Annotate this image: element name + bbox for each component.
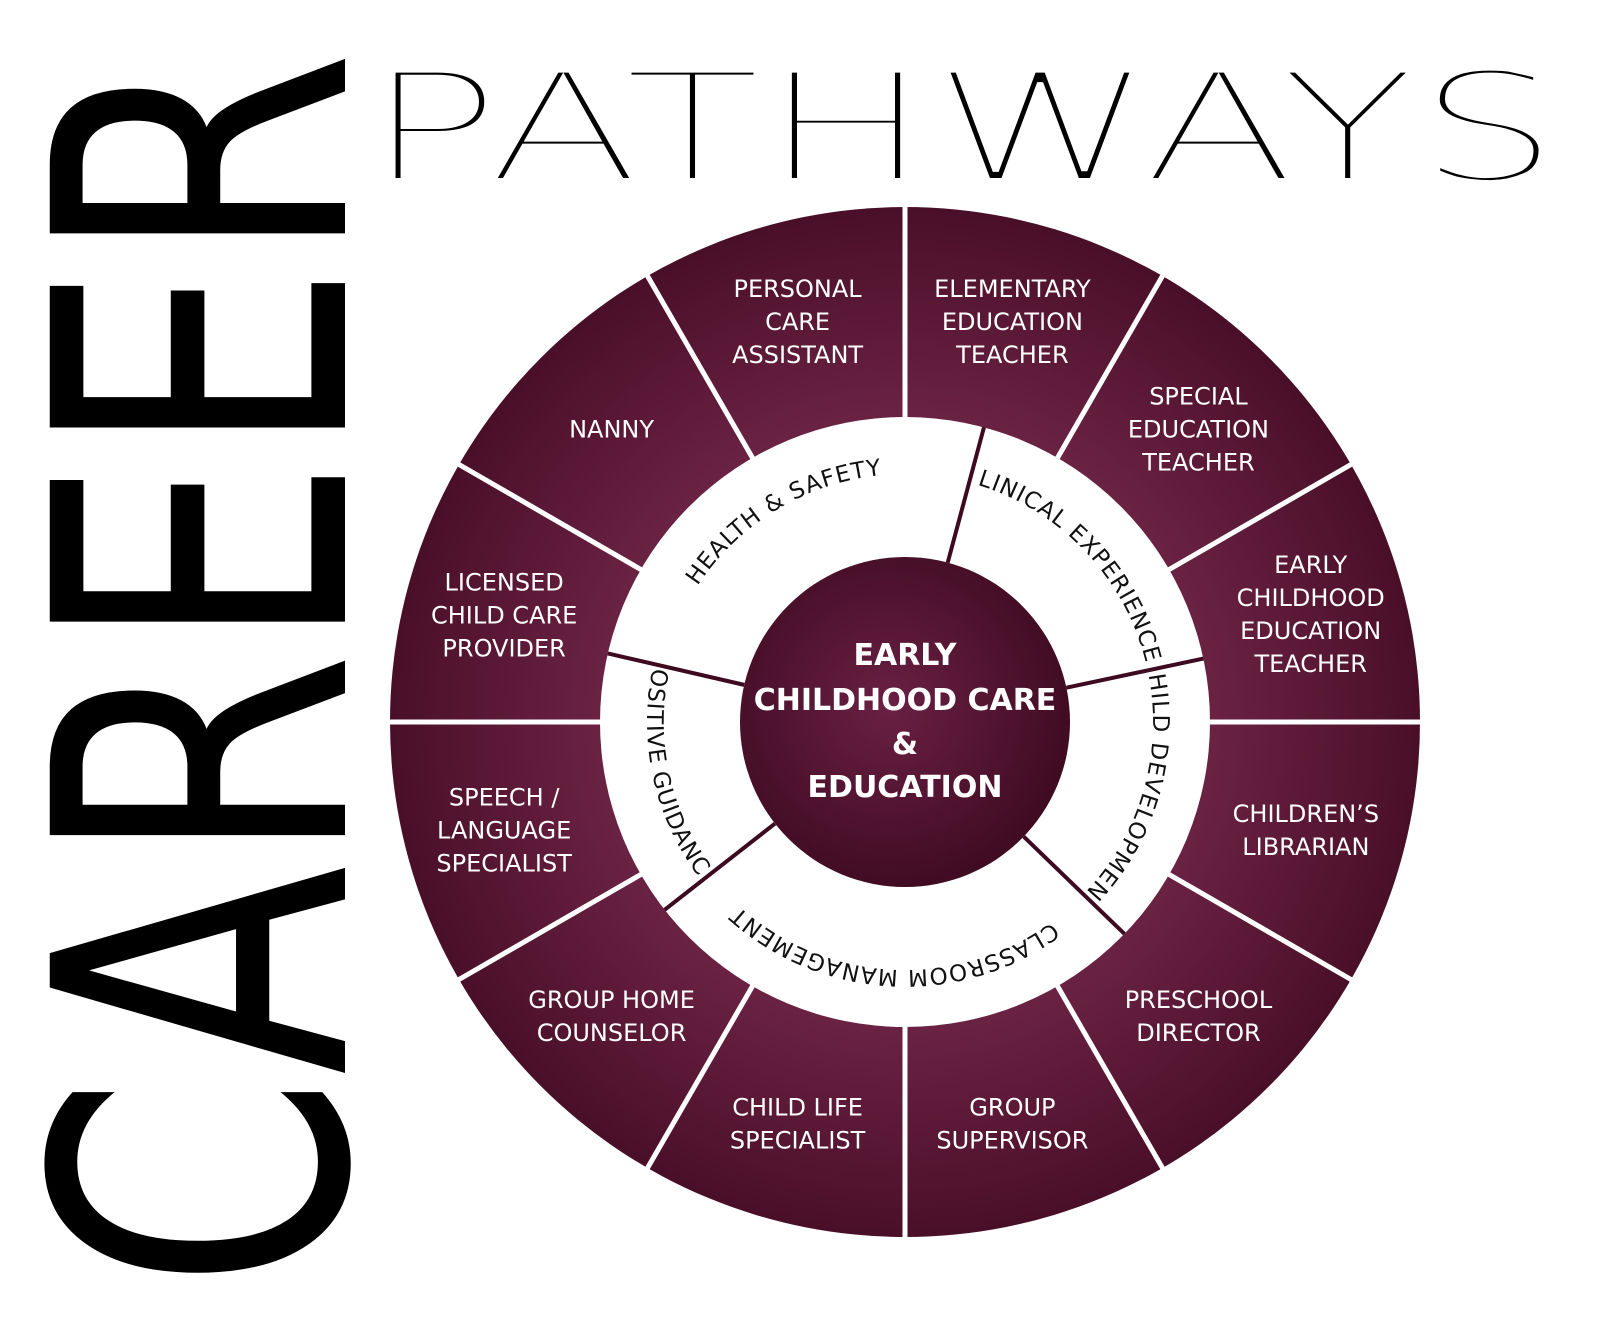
career-label-line: PROVIDER xyxy=(442,635,565,663)
center-title-line: EDUCATION xyxy=(808,770,1003,805)
career-label-line: PRESCHOOL xyxy=(1125,986,1273,1014)
career-label-line: TEACHER xyxy=(1141,449,1254,477)
career-label-line: EDUCATION xyxy=(1240,617,1381,645)
career-dividers xyxy=(388,205,1422,1239)
career-title: CAREER xyxy=(0,50,360,1290)
career-segment-label: NANNY xyxy=(569,416,654,444)
career-label-line: CARE xyxy=(765,308,830,336)
career-label-line: EDUCATION xyxy=(1128,416,1269,444)
skill-divider xyxy=(1022,835,1126,936)
career-label-line: TEACHER xyxy=(1253,650,1366,678)
center-circle xyxy=(740,557,1070,887)
career-divider xyxy=(456,461,644,573)
career-label-line: TEACHER xyxy=(955,341,1068,369)
skill-divider xyxy=(1065,656,1204,690)
career-divider xyxy=(1054,273,1166,461)
career-divider xyxy=(1054,983,1166,1171)
career-label-line: CHILDREN’S xyxy=(1233,800,1379,828)
career-divider xyxy=(1166,871,1354,983)
center-hub: EARLY CHILDHOOD CARE & EDUCATION xyxy=(740,557,1070,887)
career-divider xyxy=(1166,461,1354,573)
career-label-line: LIBRARIAN xyxy=(1242,833,1369,861)
career-segment-label: GROUP HOME COUNSELOR xyxy=(528,986,695,1047)
career-segment-label: CHILD LIFE SPECIALIST xyxy=(730,1093,866,1154)
career-segment-label: LICENSED CHILD CARE PROVIDER xyxy=(431,569,577,663)
career-label-line: COUNSELOR xyxy=(537,1019,687,1047)
center-title-line: & xyxy=(892,727,918,762)
skill-divider xyxy=(663,822,777,912)
career-label-line: SPECIAL xyxy=(1149,383,1248,411)
career-segment-label: GROUP SUPERVISOR xyxy=(936,1093,1088,1154)
career-label-line: NANNY xyxy=(569,416,654,444)
career-label-line: ASSISTANT xyxy=(732,341,863,369)
career-segment-label: PRESCHOOL DIRECTOR xyxy=(1125,986,1273,1047)
career-segment-label: SPECIAL EDUCATION TEACHER xyxy=(1128,383,1269,477)
career-label-line: CHILD LIFE xyxy=(732,1093,863,1121)
career-label-line: GROUP xyxy=(969,1093,1055,1121)
center-title-line: EARLY xyxy=(854,638,958,673)
career-label-line: SPECIALIST xyxy=(436,849,572,877)
career-segment-label: EARLY CHILDHOOD EDUCATION TEACHER xyxy=(1237,551,1385,678)
career-segment-label: ELEMENTARY EDUCATION TEACHER xyxy=(934,275,1091,369)
career-divider xyxy=(456,871,644,983)
career-label-line: LICENSED xyxy=(445,569,564,597)
career-label-line: SPEECH / xyxy=(449,783,560,811)
career-divider xyxy=(644,983,756,1171)
career-label-line: EDUCATION xyxy=(942,308,1083,336)
career-title-text: CAREER xyxy=(0,50,360,1290)
career-label-line: GROUP HOME xyxy=(528,986,695,1014)
career-label-line: SPECIALIST xyxy=(730,1126,866,1154)
pathways-title-text: PATHWAYS xyxy=(365,42,1560,210)
career-labels: ELEMENTARY EDUCATION TEACHER SPECIAL EDUCATI… xyxy=(431,275,1385,1154)
center-title-line: CHILDHOOD CARE xyxy=(754,683,1057,718)
skill-divider xyxy=(607,651,745,687)
career-segment-label: PERSONAL CARE ASSISTANT xyxy=(732,275,863,369)
skills-dividers xyxy=(607,426,1204,936)
career-segment-label: SPEECH / LANGUAGE SPECIALIST xyxy=(436,783,572,877)
career-label-line: CHILDHOOD xyxy=(1237,584,1385,612)
skill-divider xyxy=(945,426,986,564)
career-label-line: SUPERVISOR xyxy=(936,1126,1088,1154)
pathways-title: PATHWAYS xyxy=(363,40,1562,210)
career-divider xyxy=(644,273,756,461)
career-label-line: PERSONAL xyxy=(733,275,862,303)
career-segment-label: CHILDREN’S LIBRARIAN xyxy=(1233,800,1379,861)
career-label-line: ELEMENTARY xyxy=(934,275,1091,303)
career-label-line: CHILD CARE xyxy=(431,602,577,630)
career-label-line: DIRECTOR xyxy=(1136,1019,1260,1047)
career-label-line: LANGUAGE xyxy=(437,816,571,844)
career-label-line: EARLY xyxy=(1274,551,1347,579)
